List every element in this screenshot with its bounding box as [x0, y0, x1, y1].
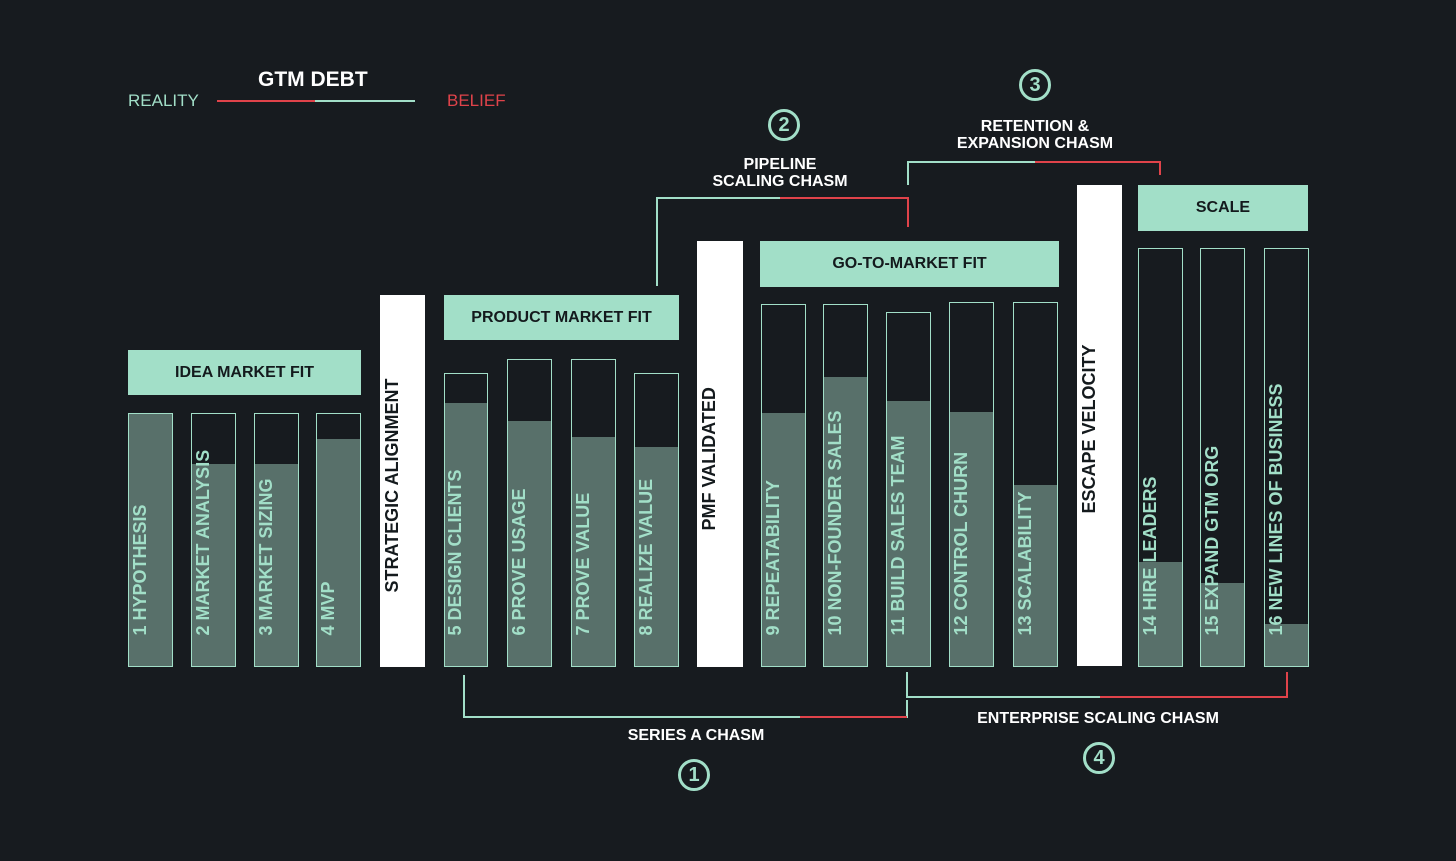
stage-fill	[887, 401, 930, 666]
stage-bar: 4 MVP	[316, 413, 361, 667]
stage-label: 2 MARKET ANALYSIS	[192, 449, 213, 636]
stage-fill	[572, 436, 615, 666]
stage-label: 16 NEW LINES OF BUSINESS	[1265, 383, 1286, 636]
stage-fill	[1201, 582, 1244, 666]
chasm-1-label: SERIES A CHASM	[627, 727, 765, 744]
stage-label: 6 PROVE USAGE	[508, 488, 529, 636]
stage-label: 12 CONTROL CHURN	[950, 451, 971, 636]
gate-strategic-alignment: STRATEGIC ALIGNMENT	[380, 295, 425, 667]
chasm-1-badge: 1	[678, 759, 710, 791]
phase-product-market-fit: PRODUCT MARKET FIT	[444, 295, 679, 340]
chasm-3-badge: 3	[1019, 69, 1051, 101]
legend-reality-label: REALITY	[128, 91, 199, 110]
chasm-2-badge: 2	[768, 109, 800, 141]
stage-fill	[635, 447, 678, 666]
stage-fill	[129, 414, 172, 666]
stage-bar: 15 EXPAND GTM ORG	[1200, 248, 1245, 667]
stage-bar: 6 PROVE USAGE	[507, 359, 552, 667]
stage-bar: 11 BUILD SALES TEAM	[886, 312, 931, 667]
stage-bar: 14 HIRE LEADERS	[1138, 248, 1183, 667]
stage-label: 5 DESIGN CLIENTS	[445, 469, 465, 636]
stage-bar: 10 NON-FOUNDER SALES	[823, 304, 868, 667]
chasm-3-label-line1: RETENTION &	[980, 118, 1090, 135]
phase-scale: SCALE	[1138, 185, 1308, 231]
chasm-4-connector-reality	[906, 672, 1100, 698]
chasm-4-badge: 4	[1083, 742, 1115, 774]
chasm-3-connector-belief	[1035, 161, 1161, 175]
stage-label: 11 BUILD SALES TEAM	[887, 435, 908, 636]
stage-label: 9 REPEATABILITY	[762, 480, 783, 636]
chasm-4-connector-belief	[1100, 672, 1288, 698]
stage-fill	[1139, 561, 1182, 666]
phase-go-to-market-fit: GO-TO-MARKET FIT	[760, 241, 1059, 287]
stage-bar: 5 DESIGN CLIENTS	[444, 373, 488, 667]
stage-label: 7 PROVE VALUE	[572, 492, 593, 636]
gate-escape-velocity-label: ESCAPE VELOCITY	[1078, 344, 1099, 514]
stage-fill	[317, 439, 360, 666]
stage-label: 3 MARKET SIZING	[255, 478, 276, 636]
stage-label: 4 MVP	[317, 581, 338, 636]
stage-bar: 8 REALIZE VALUE	[634, 373, 679, 667]
stage-label: 10 NON-FOUNDER SALES	[824, 410, 845, 636]
chasm-1-connector-reality	[463, 675, 908, 718]
chasm-3-label: RETENTION & EXPANSION CHASM	[935, 118, 1135, 152]
chasm-2-connector-reality	[656, 197, 780, 286]
stage-fill	[762, 413, 805, 666]
gate-strategic-alignment-label: STRATEGIC ALIGNMENT	[381, 378, 402, 593]
stage-fill	[255, 464, 298, 666]
stage-bar: 1 HYPOTHESIS	[128, 413, 173, 667]
gate-escape-velocity: ESCAPE VELOCITY	[1077, 185, 1122, 666]
stage-label: 1 HYPOTHESIS	[129, 504, 150, 636]
gate-pmf-validated: PMF VALIDATED	[697, 241, 743, 667]
stage-fill	[192, 464, 235, 666]
stage-label: 14 HIRE LEADERS	[1139, 476, 1160, 636]
chasm-2-label-line1: PIPELINE	[743, 156, 817, 173]
legend-title: GTM DEBT	[258, 68, 368, 91]
gate-pmf-validated-label: PMF VALIDATED	[699, 387, 719, 531]
chasm-4-label: ENTERPRISE SCALING CHASM	[977, 710, 1219, 727]
chasm-3-connector-reality	[907, 161, 1035, 185]
stage-bar: 3 MARKET SIZING	[254, 413, 299, 667]
stage-fill	[950, 411, 993, 666]
stage-bar: 12 CONTROL CHURN	[949, 302, 994, 667]
stage-fill	[1014, 484, 1057, 666]
stage-label: 8 REALIZE VALUE	[635, 478, 656, 636]
stage-fill	[824, 377, 867, 666]
stage-bar: 16 NEW LINES OF BUSINESS	[1264, 248, 1309, 667]
phase-idea-market-fit: IDEA MARKET FIT	[128, 350, 361, 395]
stage-bar: 2 MARKET ANALYSIS	[191, 413, 236, 667]
stage-fill	[508, 421, 551, 666]
stage-label: 13 SCALABILITY	[1014, 491, 1035, 636]
stage-fill	[445, 403, 487, 666]
stage-label: 15 EXPAND GTM ORG	[1201, 445, 1222, 636]
stage-fill	[1265, 624, 1308, 666]
chasm-3-label-line2: EXPANSION CHASM	[956, 135, 1114, 152]
chasm-2-connector-belief	[780, 197, 909, 227]
stage-bar: 13 SCALABILITY	[1013, 302, 1058, 667]
legend-belief-label: BELIEF	[447, 91, 506, 110]
stage-bar: 7 PROVE VALUE	[571, 359, 616, 667]
legend-line-belief	[217, 100, 315, 102]
legend-line-reality	[315, 100, 415, 102]
chasm-2-label: PIPELINE SCALING CHASM	[680, 156, 880, 190]
stage-bar: 9 REPEATABILITY	[761, 304, 806, 667]
chasm-2-label-line2: SCALING CHASM	[712, 173, 848, 190]
